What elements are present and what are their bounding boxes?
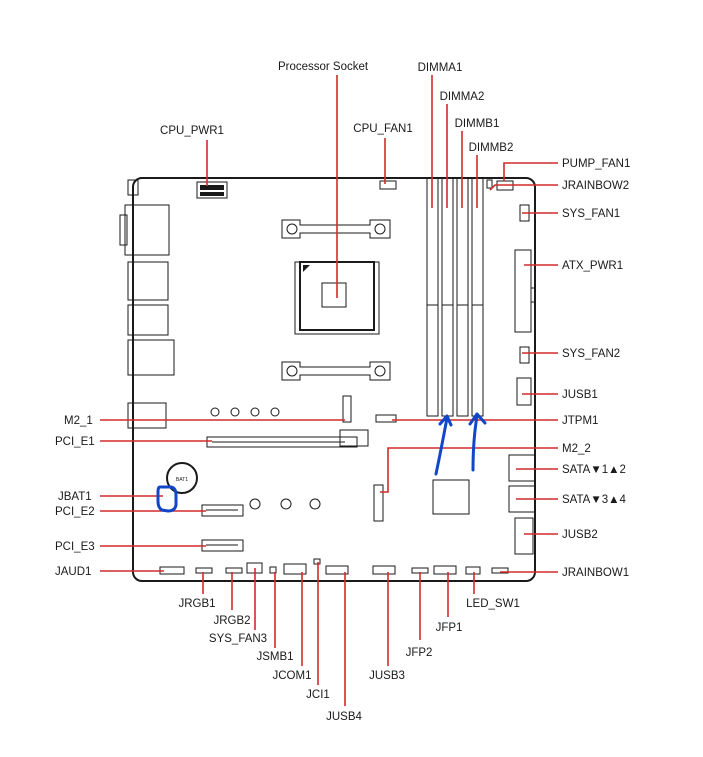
label-sata34: SATA▼3▲4 — [562, 494, 626, 506]
annotation-jbat1-circle — [156, 485, 178, 513]
dimm-slots — [426, 177, 484, 417]
label-led-sw1: LED_SW1 — [466, 598, 520, 610]
label-pci-e1: PCI_E1 — [55, 436, 95, 448]
label-jrainbow1: JRAINBOW1 — [562, 567, 629, 579]
label-dimma2: DIMMA2 — [440, 91, 485, 103]
bottom-edge-headers — [159, 558, 509, 575]
pci-e1-slot — [206, 429, 369, 448]
label-jsmb1: JSMB1 — [256, 651, 293, 663]
label-pump-fan1: PUMP_FAN1 — [562, 158, 630, 170]
blue-annotations — [156, 412, 487, 513]
label-sys-fan3: SYS_FAN3 — [209, 633, 267, 645]
cooler-mount-bottom — [281, 361, 391, 381]
label-cpu-pwr1: CPU_PWR1 — [160, 125, 224, 137]
chipset — [432, 479, 470, 515]
m2-connectors — [342, 395, 384, 522]
label-jrainbow2: JRAINBOW2 — [562, 180, 629, 192]
label-jbat1: JBAT1 — [58, 491, 92, 503]
bat1-label: BAT1 — [176, 477, 188, 483]
annotation-arrow-left — [434, 414, 453, 476]
label-sys-fan2: SYS_FAN2 — [562, 348, 620, 360]
label-jusb2: JUSB2 — [562, 529, 598, 541]
cooler-mount-top — [281, 219, 391, 239]
label-m2-1: M2_1 — [64, 415, 93, 427]
pci-e3-slot — [201, 539, 244, 552]
label-pci-e3: PCI_E3 — [55, 541, 95, 553]
component-labels: Processor Socket DIMMA1 DIMMA2 DIMMB1 DI… — [55, 61, 630, 723]
label-jfp1: JFP1 — [436, 622, 463, 634]
label-jusb1: JUSB1 — [562, 389, 598, 401]
label-dimma1: DIMMA1 — [418, 62, 463, 74]
bat1-battery: BAT1 — [166, 462, 198, 494]
label-dimmb1: DIMMB1 — [455, 118, 500, 130]
mounting-holes — [210, 407, 321, 510]
board-outline — [132, 177, 536, 582]
label-jrgb2: JRGB2 — [213, 615, 250, 627]
label-processor-socket: Processor Socket — [278, 61, 369, 73]
label-jaud1: JAUD1 — [55, 566, 91, 578]
cpu-fan1-header — [379, 180, 397, 190]
right-edge-connectors — [486, 179, 536, 555]
label-sys-fan1: SYS_FAN1 — [562, 208, 620, 220]
label-cpu-fan1: CPU_FAN1 — [353, 123, 412, 135]
label-jtpm1: JTPM1 — [562, 415, 598, 427]
label-dimmb2: DIMMB2 — [469, 142, 514, 154]
pci-e2-slot — [201, 504, 244, 517]
label-jcom1: JCOM1 — [273, 670, 312, 682]
cpu-pwr1-connector — [196, 181, 228, 199]
leader-lines — [100, 75, 558, 706]
label-m2-2: M2_2 — [562, 443, 591, 455]
jtpm1-header — [375, 414, 397, 423]
label-jusb3: JUSB3 — [369, 670, 405, 682]
label-pci-e2: PCI_E2 — [55, 506, 95, 518]
annotation-arrow-right — [468, 412, 487, 472]
label-sata12: SATA▼1▲2 — [562, 464, 626, 476]
label-atx-pwr1: ATX_PWR1 — [562, 260, 623, 272]
rear-io-ports — [119, 179, 175, 429]
label-jrgb1: JRGB1 — [178, 598, 215, 610]
label-jusb4: JUSB4 — [326, 711, 362, 723]
label-jci1: JCI1 — [306, 689, 330, 701]
label-jfp2: JFP2 — [406, 647, 433, 659]
